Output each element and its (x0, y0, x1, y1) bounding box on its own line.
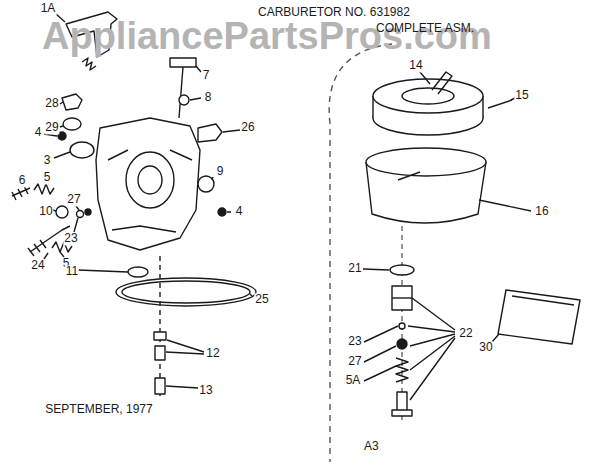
callout-number: 29 (44, 121, 59, 134)
callout-number: 21 (347, 262, 362, 275)
callout-number: 5A (345, 374, 362, 387)
callout-number: 5 (43, 171, 52, 184)
callout-number: 28 (44, 97, 59, 110)
callout-number: 7 (202, 69, 211, 82)
callout-number: 4 (235, 205, 244, 218)
page-code: A3 (364, 440, 379, 453)
callout-number: 22 (458, 327, 473, 340)
callout-number: 30 (478, 341, 493, 354)
callout-number: 10 (38, 205, 53, 218)
callout-number: 27 (66, 193, 81, 206)
assembly-heading: COMPLETE ASM. (376, 22, 474, 35)
callout-number: 23 (347, 335, 362, 348)
date-note: SEPTEMBER, 1977 (44, 402, 154, 418)
callout-number: 14 (408, 59, 423, 72)
callout-number: 27 (347, 355, 362, 368)
callout-number: 26 (240, 121, 255, 134)
callout-number: 3 (43, 154, 52, 167)
callout-number: 12 (205, 347, 220, 360)
callout-number: 6 (18, 174, 27, 187)
callout-number: 1A (40, 2, 57, 15)
callout-number: 16 (534, 205, 549, 218)
callout-number: 23 (63, 232, 78, 245)
callout-number: 15 (514, 89, 529, 102)
callout-number: 4 (34, 126, 43, 139)
diagram-title: CARBURETOR NO. 631982 (258, 6, 410, 19)
callout-number: 24 (30, 259, 45, 272)
callout-number: 8 (204, 91, 213, 104)
callout-number: 13 (198, 384, 213, 397)
callout-number: 9 (216, 165, 225, 178)
callout-number: 11 (65, 265, 79, 278)
callout-number: 25 (254, 293, 269, 306)
